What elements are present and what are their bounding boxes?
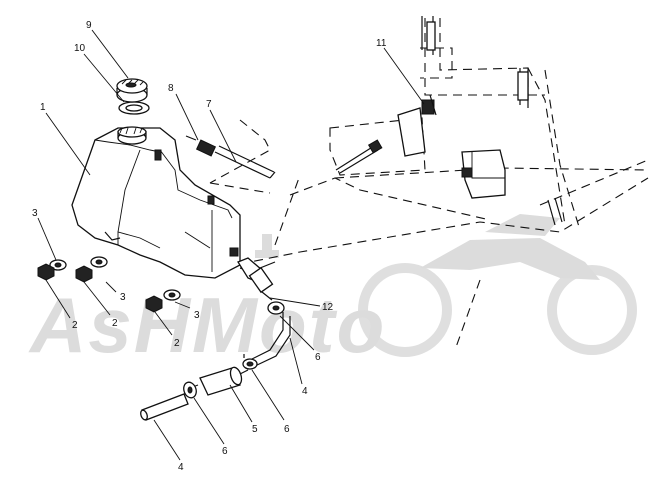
fuel-hose-lower xyxy=(140,393,189,421)
callout-4-lower: 4 xyxy=(178,462,184,473)
upper-bracket xyxy=(397,94,437,157)
callout-12: 12 xyxy=(322,302,334,313)
fuel-tank xyxy=(71,126,241,279)
vent-fitting xyxy=(185,135,217,157)
callout-10: 10 xyxy=(74,43,86,54)
fuel-cap xyxy=(116,78,148,103)
callout-2-left: 2 xyxy=(72,320,78,331)
callout-6-lower: 6 xyxy=(222,446,228,457)
hose-clamp-upper xyxy=(267,301,285,315)
frame-uprights xyxy=(421,16,563,226)
callout-6-upper: 6 xyxy=(315,352,321,363)
callout-3-left: 3 xyxy=(32,208,38,219)
hose-clamp-middle xyxy=(242,354,258,370)
watermark-text: AsHMoto xyxy=(28,281,386,369)
callout-2-middle: 2 xyxy=(112,318,118,329)
nuts-and-washers xyxy=(37,256,181,313)
callout-5: 5 xyxy=(252,424,258,435)
vent-line xyxy=(214,139,383,179)
callout-8: 8 xyxy=(168,83,174,94)
callout-3-right: 3 xyxy=(194,310,200,321)
fuel-valve xyxy=(237,257,274,301)
watermark-motorcycle-icon xyxy=(255,214,637,357)
mounting-bracket xyxy=(461,149,506,199)
callout-6-middle: 6 xyxy=(284,424,290,435)
leader-lines xyxy=(37,29,425,461)
callout-11: 11 xyxy=(376,38,387,49)
callout-9: 9 xyxy=(86,20,92,31)
gasket xyxy=(118,101,150,115)
callout-7: 7 xyxy=(206,99,212,110)
hose-clamp-lower xyxy=(183,381,197,399)
watermark: AsHMoto xyxy=(28,214,637,369)
fuel-filter xyxy=(189,366,249,396)
callout-3-middle: 3 xyxy=(120,292,126,303)
callout-1: 1 xyxy=(40,102,46,113)
callout-labels: 9 10 1 8 7 11 3 3 3 2 2 2 12 6 4 5 6 6 4 xyxy=(32,20,387,473)
callout-2-right: 2 xyxy=(174,338,180,349)
callout-4-upper: 4 xyxy=(302,386,308,397)
